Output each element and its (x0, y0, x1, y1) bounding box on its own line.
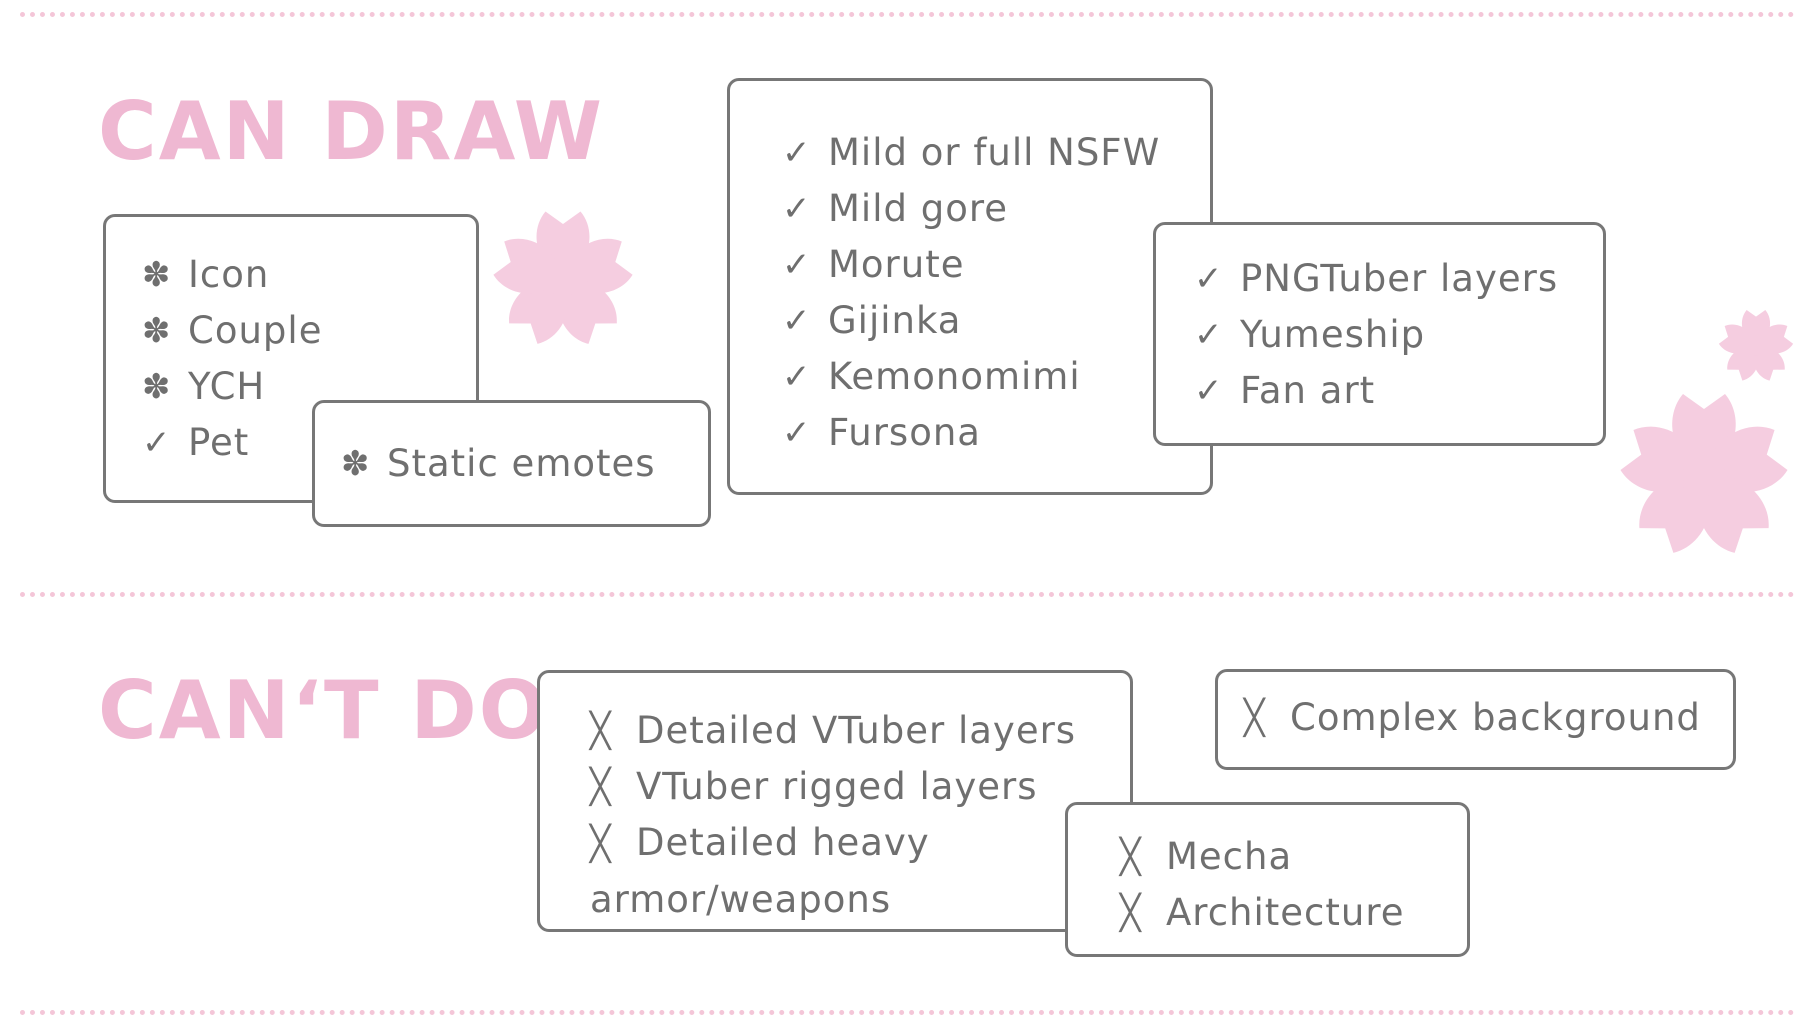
check-icon: ✓ (1194, 371, 1224, 411)
list-item-label: Static emotes (387, 442, 656, 485)
can-draw-card-themes: ✓ Mild or full NSFW ✓ Mild gore ✓ Morute ✓ Giji… (727, 78, 1213, 495)
list-item: ╳Detailed heavy armor/weapons (590, 815, 1110, 928)
check-icon: ✓ (782, 133, 812, 173)
top-divider (20, 12, 1795, 17)
list-item: ✓ Fan art (1194, 363, 1603, 419)
sakura-flower-icon (488, 204, 638, 354)
list-item-label: Mild or full NSFW (828, 131, 1161, 174)
list-item: ✓ Mild gore (782, 181, 1210, 237)
cross-icon: ╳ (1120, 837, 1142, 877)
list-item-label: Yumeship (1240, 313, 1426, 356)
list-item-label: Gijinka (828, 299, 962, 342)
cross-icon: ╳ (590, 824, 612, 864)
check-icon: ✓ (782, 357, 812, 397)
check-icon: ✓ (1194, 259, 1224, 299)
list-item-label: Kemonomimi (828, 355, 1081, 398)
cross-icon: ╳ (590, 711, 612, 751)
cross-icon: ╳ (1120, 893, 1142, 933)
list-item: ╳ Mecha (1120, 829, 1467, 885)
cant-do-heading: CAN‘T DO (98, 664, 549, 757)
flower-bullet-icon: ✽ (142, 255, 172, 295)
list-item-label: Complex background (1290, 696, 1701, 739)
list-item: ✓ PNGTuber layers (1194, 251, 1603, 307)
list-item: ╳ Complex background (1244, 690, 1733, 746)
list-item: ✓ Pet (142, 415, 476, 471)
check-icon: ✓ (782, 245, 812, 285)
can-draw-card-emotes: ✽ Static emotes (312, 400, 711, 527)
list-item: ✓ Mild or full NSFW (782, 125, 1210, 181)
sakura-flower-icon (1716, 306, 1796, 386)
cant-do-card-vtuber: ╳ Detailed VTuber layers ╳ VTuber rigged la… (537, 670, 1133, 932)
list-item-label: Pet (188, 421, 250, 464)
check-icon: ✓ (1194, 315, 1224, 355)
list-item-label: Mild gore (828, 187, 1009, 230)
list-item-label: Couple (188, 309, 323, 352)
cant-do-card-mecha: ╳ Mecha ╳ Architecture (1065, 802, 1470, 957)
sakura-flower-icon (1614, 385, 1794, 565)
check-icon: ✓ (142, 423, 172, 463)
cant-do-card-background: ╳ Complex background (1215, 669, 1736, 770)
list-item: ✓ Fursona (782, 405, 1210, 461)
list-item: ✽ YCH (142, 359, 476, 415)
cross-icon: ╳ (1244, 698, 1266, 738)
list-item: ╳ Architecture (1120, 885, 1467, 941)
flower-bullet-icon: ✽ (142, 311, 172, 351)
list-item-label: VTuber rigged layers (636, 765, 1038, 808)
list-item: ✽ Static emotes (341, 436, 708, 492)
list-item-label: Detailed heavy armor/weapons (590, 821, 930, 921)
list-item: ✓ Gijinka (782, 293, 1210, 349)
middle-divider (20, 592, 1795, 597)
list-item-label: YCH (188, 365, 266, 408)
can-draw-heading: CAN DRAW (98, 85, 604, 178)
flower-bullet-icon: ✽ (142, 367, 172, 407)
list-item-label: Detailed VTuber layers (636, 709, 1077, 752)
check-icon: ✓ (782, 301, 812, 341)
list-item: ╳ Detailed VTuber layers (590, 703, 1110, 759)
cross-icon: ╳ (590, 767, 612, 807)
list-item-label: Architecture (1166, 891, 1405, 934)
list-item: ╳ VTuber rigged layers (590, 759, 1110, 815)
list-item-label: PNGTuber layers (1240, 257, 1559, 300)
list-item: ✓ Yumeship (1194, 307, 1603, 363)
list-item-label: Mecha (1166, 835, 1293, 878)
list-item: ✓ Kemonomimi (782, 349, 1210, 405)
list-item-label: Icon (188, 253, 270, 296)
check-icon: ✓ (782, 413, 812, 453)
list-item: ✽ Couple (142, 303, 476, 359)
list-item-label: Fan art (1240, 369, 1376, 412)
can-draw-card-basics: ✽ Icon ✽ Couple ✽ YCH ✓ Pet (103, 214, 479, 503)
check-icon: ✓ (782, 189, 812, 229)
list-item-label: Morute (828, 243, 965, 286)
flower-bullet-icon: ✽ (341, 444, 371, 484)
list-item: ✽ Icon (142, 247, 476, 303)
list-item: ✓ Morute (782, 237, 1210, 293)
list-item-label: Fursona (828, 411, 981, 454)
can-draw-card-extras: ✓ PNGTuber layers ✓ Yumeship ✓ Fan art (1153, 222, 1606, 446)
bottom-divider (20, 1010, 1795, 1015)
